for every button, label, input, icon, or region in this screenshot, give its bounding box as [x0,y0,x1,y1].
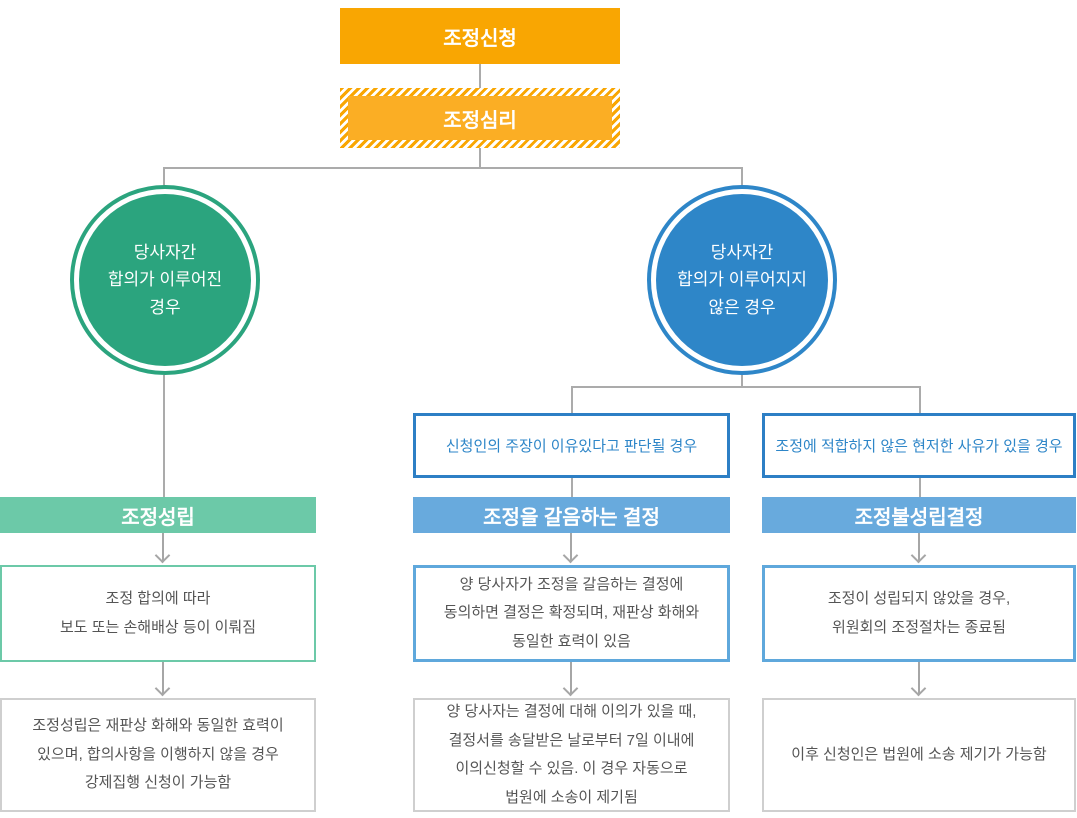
dismiss-condition-label: 조정에 적합하지 않은 현저한 사유가 있을 경우 [775,438,1063,455]
decision-bar: 조정을 갈음하는 결정 [413,497,730,533]
disagree-circle: 당사자간 합의가 이루어지지 않은 경우 [647,185,837,375]
dismiss-result-box: 조정이 성립되지 않았을 경우, 위원회의 조정절차는 종료됨 [762,565,1076,662]
disagree-split-horizontal-line [571,386,921,388]
connector-to-dismiss-condition [919,386,921,413]
decision-bar-label: 조정을 갈음하는 결정 [483,506,660,529]
connector-agree-bar [163,375,165,497]
connector-disagree-down [741,375,743,387]
arrow-agree-note [162,662,164,694]
agree-result-box: 조정 합의에 따라 보도 또는 손해배상 등이 이뤄짐 [0,565,316,662]
arrow-dismiss-note [918,662,920,694]
connector-dismiss-bar [919,478,921,497]
dismiss-bar: 조정불성립결정 [762,497,1076,533]
dismiss-condition-box: 조정에 적합하지 않은 현저한 사유가 있을 경우 [762,413,1076,478]
dismiss-bar-label: 조정불성립결정 [854,506,984,529]
decision-note-box: 양 당사자는 결정에 대해 이의가 있을 때, 결정서를 송달받은 날로부터 7… [413,698,730,812]
agree-bar-label: 조정성립 [121,506,195,529]
hearing-box-fill: 조정심리 [348,96,612,140]
connector-hearing-split [479,148,481,168]
connector-app-hearing [479,64,481,88]
hearing-box: 조정심리 [340,88,620,148]
decision-condition-label: 신청인의 주장이 이유있다고 판단될 경우 [445,438,698,455]
application-box: 조정신청 [340,8,620,64]
arrow-agree-result [162,533,164,561]
connector-decision-bar [571,478,573,497]
application-label: 조정신청 [443,27,517,50]
arrow-dismiss-result [918,533,920,561]
connector-split-disagree [741,167,743,186]
dismiss-note-box: 이후 신청인은 법원에 소송 제기가 가능함 [762,698,1076,812]
decision-result-box: 양 당사자가 조정을 갈음하는 결정에 동의하면 결정은 확정되며, 재판상 화… [413,565,730,662]
split-horizontal-line [163,167,743,169]
hearing-label: 조정심리 [443,109,517,132]
agree-circle: 당사자간 합의가 이루어진 경우 [70,185,260,375]
arrow-decision-result [570,533,572,561]
agree-note-box: 조정성립은 재판상 화해와 동일한 효력이 있으며, 합의사항을 이행하지 않을… [0,698,316,812]
connector-split-agree [163,167,165,186]
connector-to-decision-condition [571,386,573,413]
agree-circle-label: 당사자간 합의가 이루어진 경우 [79,194,251,366]
disagree-circle-label: 당사자간 합의가 이루어지지 않은 경우 [656,194,828,366]
arrow-decision-note [570,662,572,694]
agree-bar: 조정성립 [0,497,316,533]
decision-condition-box: 신청인의 주장이 이유있다고 판단될 경우 [413,413,730,478]
